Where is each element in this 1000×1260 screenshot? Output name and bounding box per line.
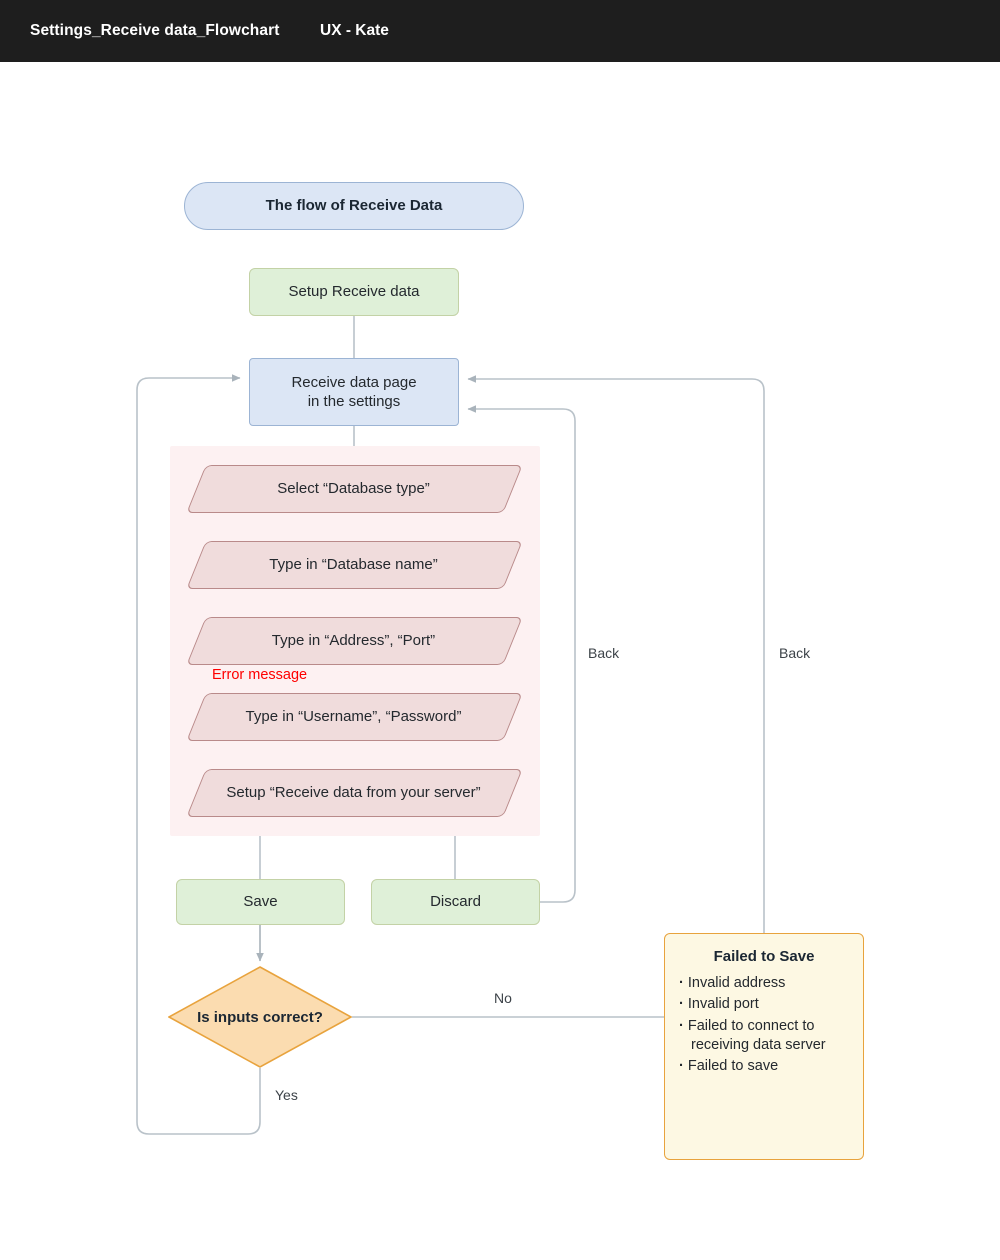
node-failed-to-save[interactable]: Failed to Save Invalid address Invalid p… [664, 933, 864, 1160]
node-step-setup-receive-data-from-server[interactable]: Setup “Receive data from your server” [186, 769, 523, 817]
node-decision-is-inputs-correct[interactable]: Is inputs correct? [167, 966, 353, 1068]
node-step-label: Type in “Address”, “Port” [271, 631, 436, 649]
list-item: Failed to connect to receiving data serv… [679, 1017, 855, 1056]
node-step-type-database-name[interactable]: Type in “Database name” [186, 541, 523, 589]
header-author: UX - Kate [320, 22, 389, 39]
node-receive-data-page-line1: Receive data page [291, 373, 417, 391]
node-step-label: Type in “Database name” [269, 555, 438, 573]
node-step-select-database-type[interactable]: Select “Database type” [186, 465, 523, 513]
node-step-type-address-port[interactable]: Type in “Address”, “Port” [186, 617, 523, 665]
failed-to-save-title: Failed to Save [713, 948, 815, 965]
page-title: Settings_Receive data_Flowchart [30, 22, 280, 39]
node-save[interactable]: Save [176, 879, 345, 925]
edge-label-no: No [494, 990, 512, 1006]
node-step-label: Type in “Username”, “Password” [245, 707, 462, 725]
edge-label-yes: Yes [275, 1087, 298, 1103]
edge-label-back-failed: Back [779, 645, 811, 661]
header-bar: Settings_Receive data_Flowchart UX - Kat… [0, 0, 1000, 62]
list-item: Failed to save [679, 1057, 855, 1076]
node-receive-data-page-line2: in the settings [307, 393, 401, 410]
list-item: Invalid address [679, 974, 855, 993]
flowchart-canvas: The flow of Receive Data Setup Receive d… [0, 62, 1000, 1260]
node-discard[interactable]: Discard [371, 879, 540, 925]
error-message-annotation: Error message [212, 667, 308, 683]
flow-title-node[interactable]: The flow of Receive Data [184, 182, 524, 230]
failed-to-save-list: Invalid address Invalid port Failed to c… [665, 974, 863, 1076]
node-step-label: Select “Database type” [277, 479, 430, 497]
node-step-type-username-password[interactable]: Type in “Username”, “Password” [186, 693, 523, 741]
node-step-label: Setup “Receive data from your server” [226, 783, 481, 801]
node-receive-data-page[interactable]: Receive data page in the settings [249, 358, 459, 426]
diamond-shape [167, 966, 353, 1068]
list-item: Invalid port [679, 995, 855, 1014]
node-decision-label: Is inputs correct? [197, 1008, 323, 1026]
edge-label-back-discard: Back [588, 645, 620, 661]
node-setup-receive-data[interactable]: Setup Receive data [249, 268, 459, 316]
